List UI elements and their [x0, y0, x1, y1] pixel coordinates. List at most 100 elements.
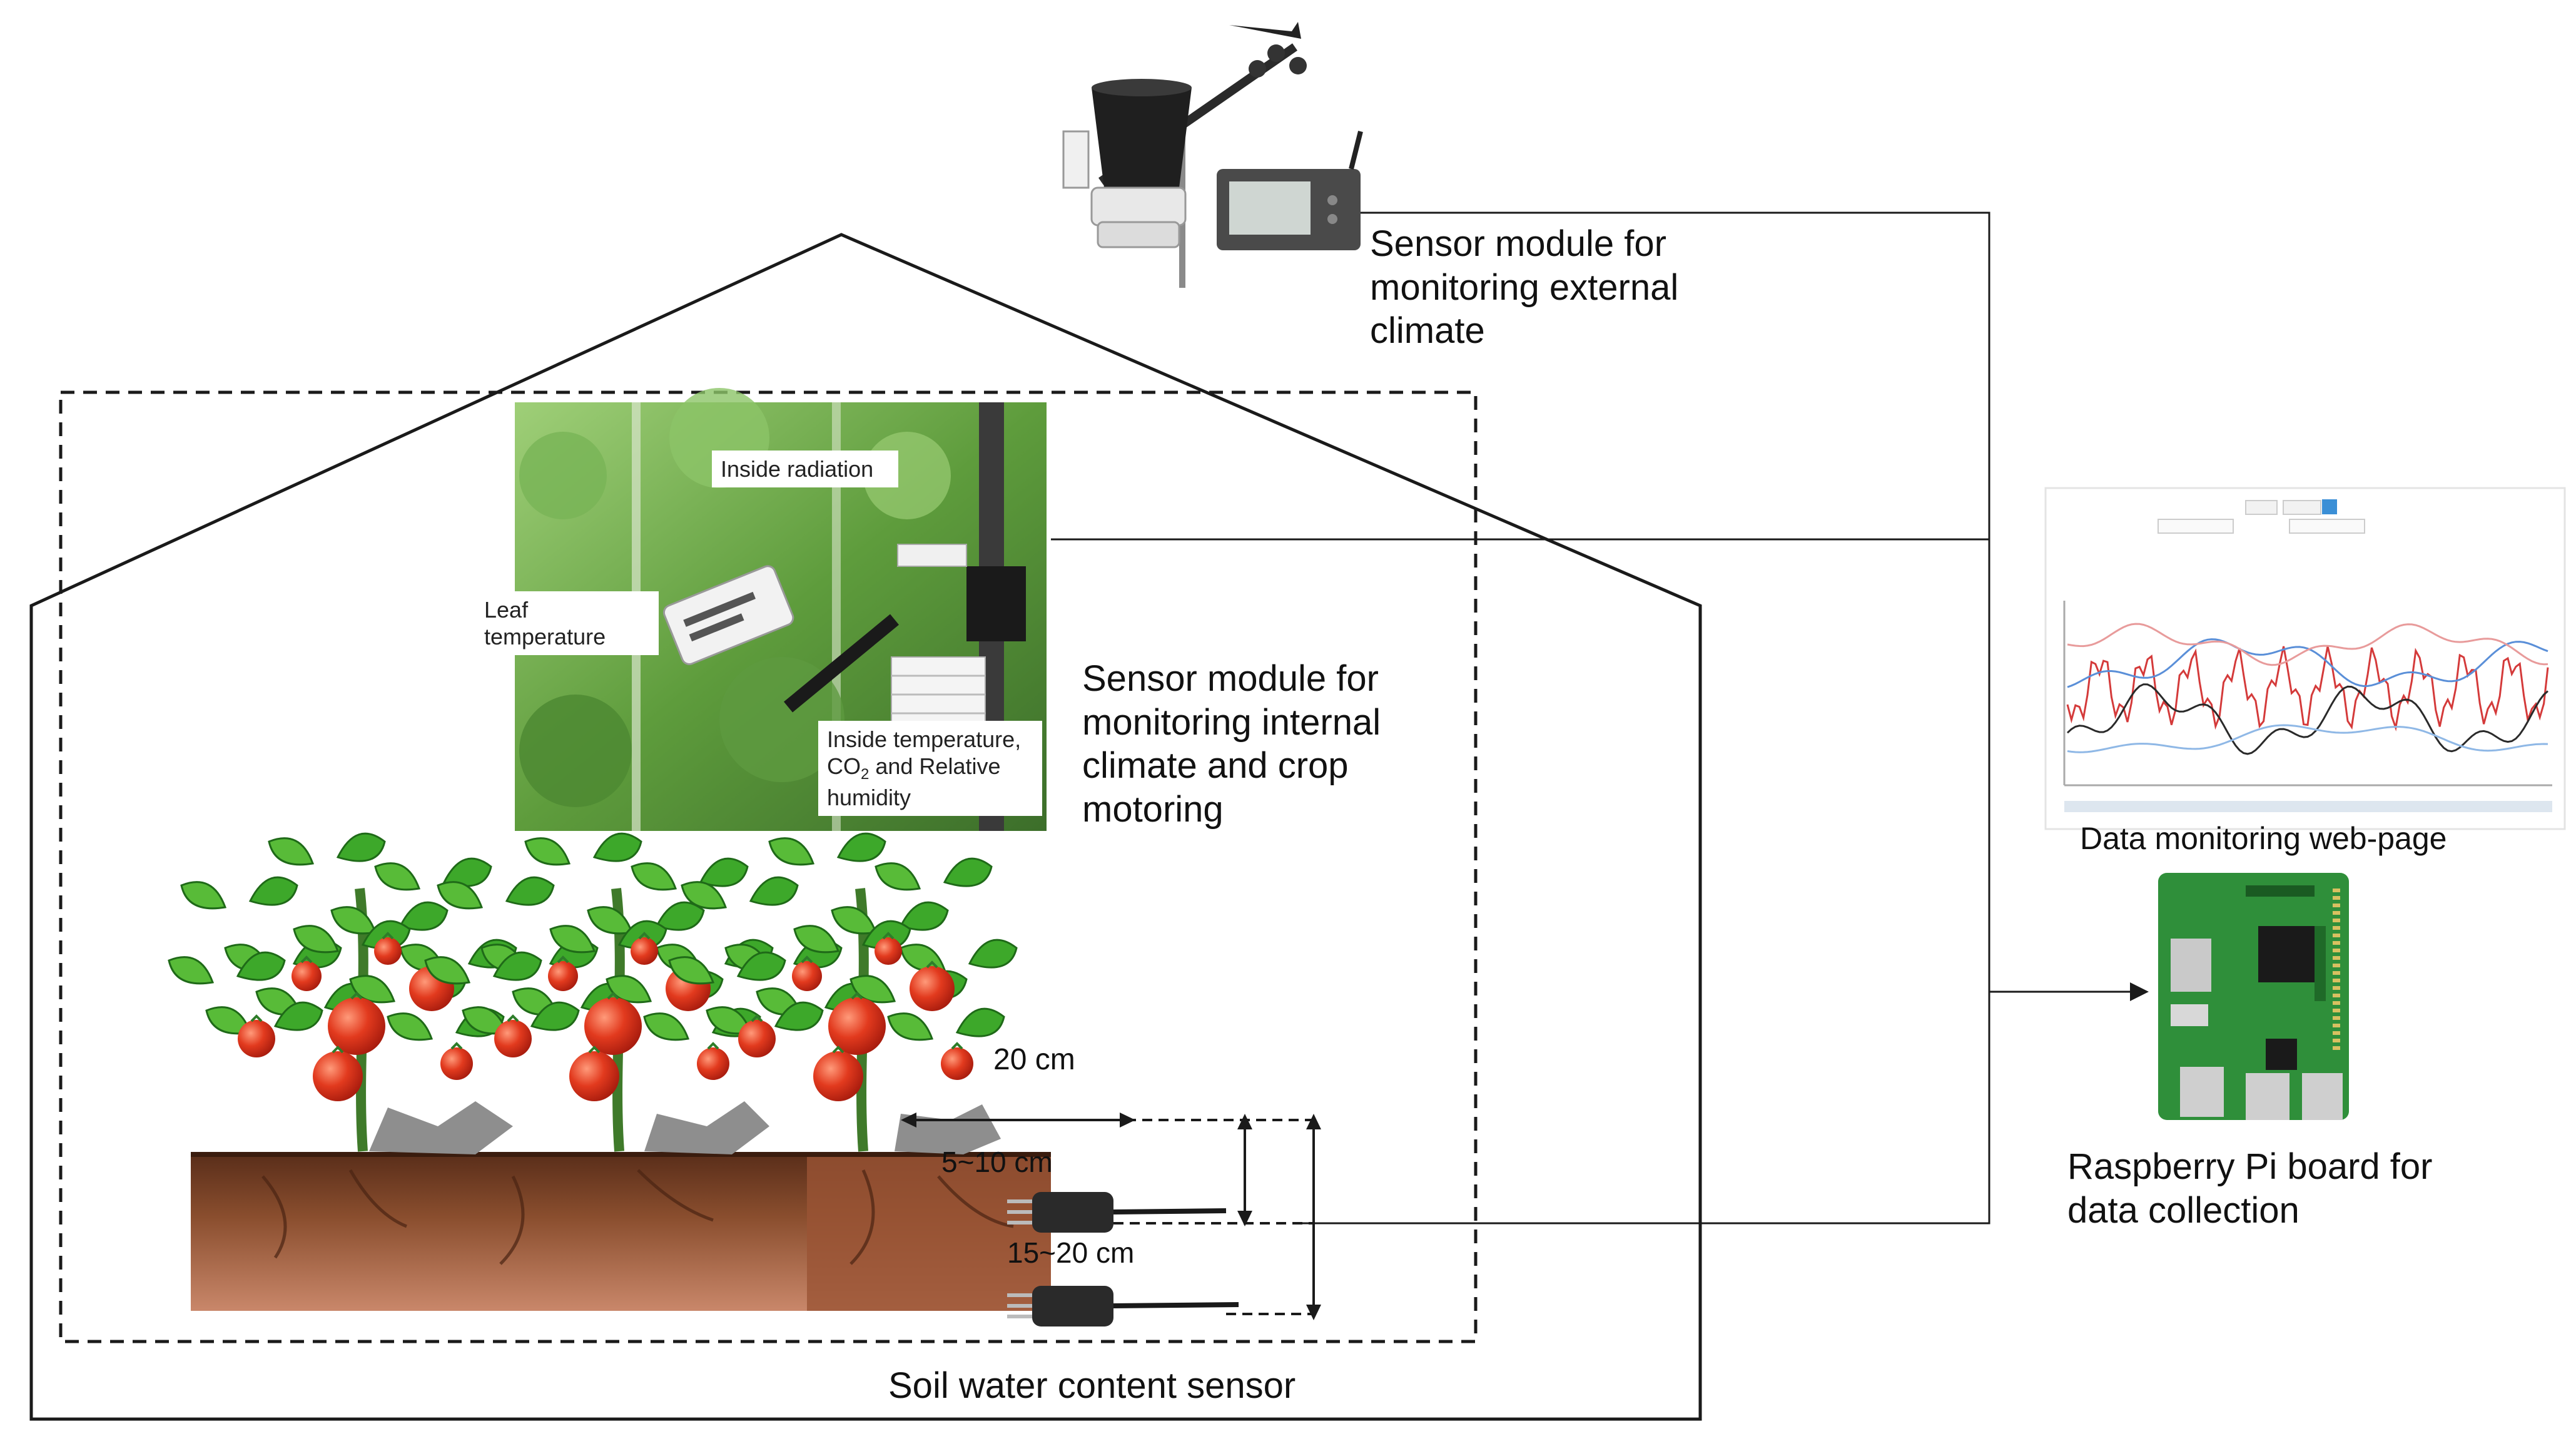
tomato-fruit	[328, 997, 385, 1055]
leaf-shape	[631, 862, 677, 891]
leaf-shape	[273, 1001, 323, 1031]
leaf-shape	[530, 1001, 580, 1031]
distance-20cm-label: 20 cm	[993, 1043, 1075, 1076]
leaf-shape	[505, 876, 555, 906]
soil-bed	[191, 1101, 1051, 1311]
web-chart-trace	[2067, 638, 2548, 688]
leaf-shape	[437, 881, 484, 910]
leaf-shape	[736, 951, 786, 981]
tomato-stem	[250, 1014, 263, 1022]
tomato-stem	[557, 955, 569, 964]
leaf-shape	[768, 837, 815, 866]
leaf-shape	[706, 1006, 753, 1035]
leaf-shape	[749, 876, 799, 906]
greenhouse-outline	[29, 233, 1702, 1421]
leaf-shape	[424, 956, 471, 985]
leaf-shape	[549, 925, 596, 954]
leaf-shape	[387, 1012, 434, 1041]
tomato-stem	[332, 1046, 344, 1054]
tomato-fruit	[631, 937, 658, 965]
tomato-fruit	[697, 1047, 729, 1080]
leaf-shape	[943, 857, 993, 887]
depth-5-10cm-label: 5~10 cm	[941, 1146, 1053, 1178]
tomato-stem	[926, 960, 938, 969]
inside-temperature-callout: Inside temperature, CO2 and Relative hum…	[818, 721, 1042, 817]
tomato-stem	[951, 1042, 963, 1050]
leaf-shape	[330, 906, 377, 935]
leaf-temperature-callout: Leaf temperature	[475, 591, 659, 656]
external-sensor-label: Sensor module for monitoring external cl…	[1370, 223, 1679, 352]
web-page-label: Data monitoring web-page	[2080, 821, 2447, 856]
leaf-temperature-text: Leaf temperature	[484, 597, 606, 650]
tomato-plant	[424, 832, 774, 1152]
tomato-stem	[450, 1042, 463, 1050]
arrow-to-raspberry	[2130, 982, 2149, 1001]
tomato-fruit	[238, 1020, 275, 1057]
inside-temp-co2-sub: 2	[861, 766, 870, 783]
tomato-stem	[382, 932, 394, 940]
web-chart-trace	[2067, 724, 2548, 753]
leaf-shape	[205, 1006, 252, 1035]
tomato-fruit	[494, 1020, 532, 1057]
soil-probe-shallow	[1007, 1192, 1227, 1233]
tomato-fruit	[828, 997, 886, 1055]
inside-temp-co2: CO	[827, 753, 861, 780]
leaf-shape	[236, 951, 286, 981]
tomato-stem	[350, 992, 363, 1000]
tomato-plant	[168, 832, 517, 1152]
leaf-shape	[831, 906, 878, 935]
tomato-stem	[507, 1014, 519, 1022]
leaf-shape	[968, 939, 1018, 969]
raspberry-pi-label: Raspberry Pi board for data collection	[2067, 1146, 2433, 1231]
tomato-fruit	[875, 937, 902, 965]
tomato-fruit	[813, 1051, 863, 1101]
tomato-fruit	[292, 961, 322, 991]
leaf-shape	[668, 956, 715, 985]
tomato-stem	[832, 1046, 844, 1054]
leaf-shape	[336, 832, 386, 862]
leaf-shape	[699, 857, 749, 887]
leaf-shape	[268, 837, 315, 866]
leaf-shape	[398, 901, 449, 931]
tomato-fruit	[584, 997, 642, 1055]
leaf-shape	[293, 925, 340, 954]
tomato-stem	[638, 932, 651, 940]
leaf-shape	[849, 975, 896, 1004]
soil-probe-deep	[1007, 1286, 1239, 1326]
inside-radiation-callout: Inside radiation	[712, 451, 898, 488]
tomato-fruit	[792, 961, 822, 991]
depth-15-20cm-label: 15~20 cm	[1007, 1236, 1135, 1269]
tomato-stem	[588, 1046, 601, 1054]
tomato-fruit	[569, 1051, 619, 1101]
leaf-shape	[836, 832, 886, 862]
leaf-shape	[655, 901, 705, 931]
leaf-shape	[524, 837, 571, 866]
tomato-stem	[707, 1042, 719, 1050]
tomato-fruit	[941, 1047, 973, 1080]
tomato-fruit	[738, 1020, 776, 1057]
inside-radiation-text: Inside radiation	[721, 456, 874, 482]
weather-console-icon	[1217, 131, 1363, 250]
tomato-stem	[851, 992, 863, 1000]
tomato-fruit	[440, 1047, 473, 1080]
leaf-shape	[587, 906, 634, 935]
leaf-shape	[168, 956, 215, 985]
leaf-shape	[681, 881, 728, 910]
leaf-shape	[592, 832, 642, 862]
leaf-shape	[606, 975, 652, 1004]
tomato-stem	[882, 932, 895, 940]
web-chart-trace	[2066, 683, 2548, 755]
leaf-shape	[643, 1012, 690, 1041]
tomato-stem	[607, 992, 619, 1000]
tomato-plant	[668, 832, 1018, 1152]
leaf-shape	[955, 1007, 1005, 1037]
weather-station-icon	[1062, 22, 1363, 288]
tomato-stem	[801, 955, 813, 964]
tomato-stem	[300, 955, 313, 964]
tomato-stem	[751, 1014, 763, 1022]
leaf-shape	[793, 925, 840, 954]
leaf-shape	[374, 862, 421, 891]
leaf-shape	[180, 881, 227, 910]
dimension-markers	[907, 1119, 1315, 1315]
internal-zone-boundary	[59, 390, 1478, 1343]
